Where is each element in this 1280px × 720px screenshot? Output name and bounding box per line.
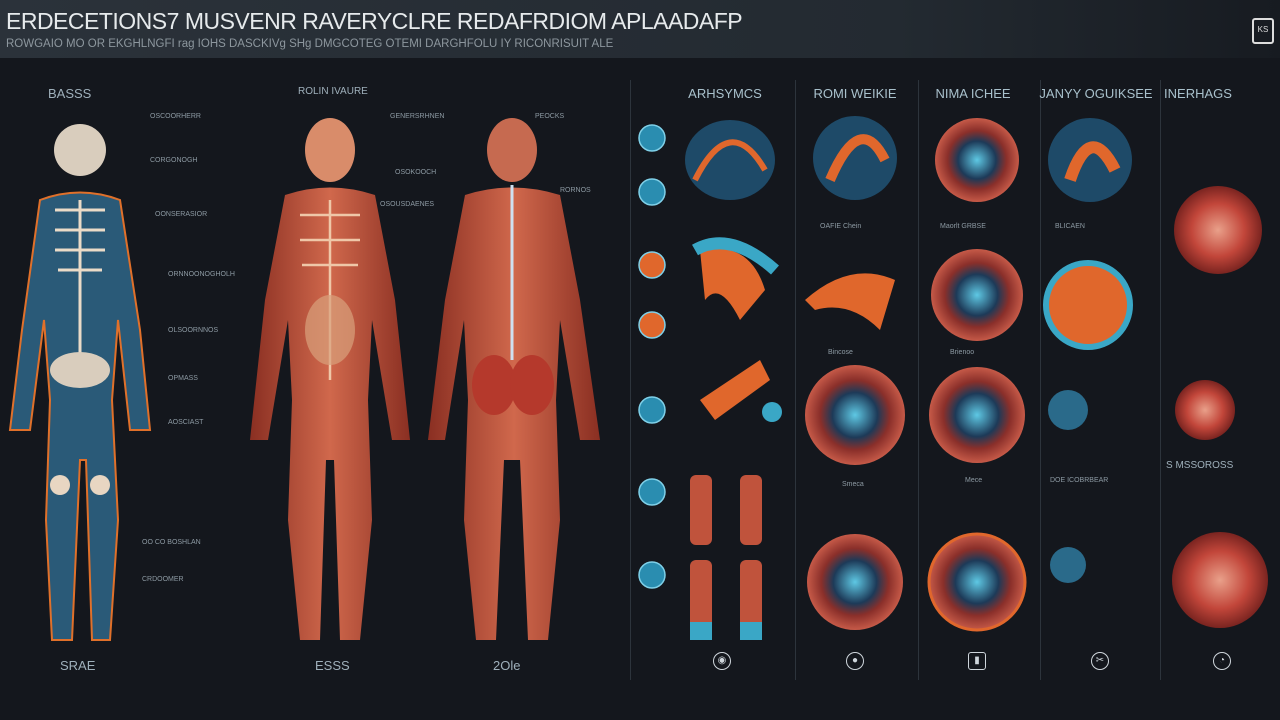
figure-muscle-back <box>428 118 600 640</box>
note: CRDOOMER <box>142 576 184 583</box>
header-band: ERDECETIONS7 MUSVENR RAVERYCLRE REDAFRDI… <box>0 0 1280 58</box>
figure-skeleton <box>8 124 152 641</box>
figure-3-caption: 2Ole <box>493 658 521 673</box>
caption: BLICAEN <box>1055 223 1085 230</box>
note: ORNNOONOGHOLH <box>168 271 235 278</box>
caption: Maorlt GRBSE <box>940 223 986 230</box>
page-subtitle: ROWGAIO MO OR EKGHLNGFI rag IOHS DASCKIV… <box>6 38 614 50</box>
divider <box>918 80 919 680</box>
note: PEOCKS <box>535 113 565 120</box>
note: OSOKOOCH <box>395 169 437 176</box>
logo: KS <box>1252 18 1274 44</box>
gauge-icon: ◔ <box>1213 652 1231 670</box>
column-header: ROMI WEIKIE <box>813 86 897 101</box>
note: OONSERASIOR <box>155 211 208 218</box>
organ-icon: ● <box>846 652 864 670</box>
note: AOSCIAST <box>168 419 204 426</box>
caption: Bincose <box>828 349 853 356</box>
page-title: ERDECETIONS7 MUSVENR RAVERYCLRE REDAFRDI… <box>6 8 743 34</box>
note: OPMASS <box>168 375 198 382</box>
divider <box>1160 80 1161 680</box>
caption: DOE ICOBRBEAR <box>1050 477 1109 484</box>
note: OSCOORHERR <box>150 113 201 120</box>
column-header: JANYY OGUIKSEE <box>1039 86 1153 101</box>
eye-icon: ◉ <box>713 652 731 670</box>
note: OO CO BOSHLAN <box>142 539 201 546</box>
divider <box>1040 80 1041 680</box>
section-label: S MSSOROSS <box>1166 460 1234 471</box>
figure-2-caption: ESSS <box>315 658 350 673</box>
column-header: INERHAGS <box>1164 86 1232 101</box>
note: GENERSRHNEN <box>390 113 445 120</box>
note: OLSOORNNOS <box>168 327 219 334</box>
divider <box>795 80 796 680</box>
figure-2-label: ROLIN IVAURE <box>298 86 368 97</box>
column-header: ARHSYMCS <box>688 86 762 101</box>
scissors-icon: ✂ <box>1091 652 1109 670</box>
caption: Brienoo <box>950 349 975 356</box>
caption: OAFIE Chein <box>820 223 862 230</box>
figure-1-caption: SRAE <box>60 658 96 673</box>
panel-small-icons <box>638 124 666 589</box>
note: CORGONOGH <box>150 157 198 164</box>
divider <box>630 80 631 680</box>
figure-1-label: BASSS <box>48 86 92 101</box>
note: OSOUSDAENES <box>380 201 435 208</box>
column-header: NIMA ICHEE <box>935 86 1011 101</box>
figure-muscle-front <box>250 118 410 640</box>
organ-illustrations <box>685 116 1268 640</box>
note: RORNOS <box>560 187 591 194</box>
tube-icon: ▮ <box>968 652 986 670</box>
caption: Smeca <box>842 481 864 488</box>
caption: Mece <box>965 477 983 484</box>
